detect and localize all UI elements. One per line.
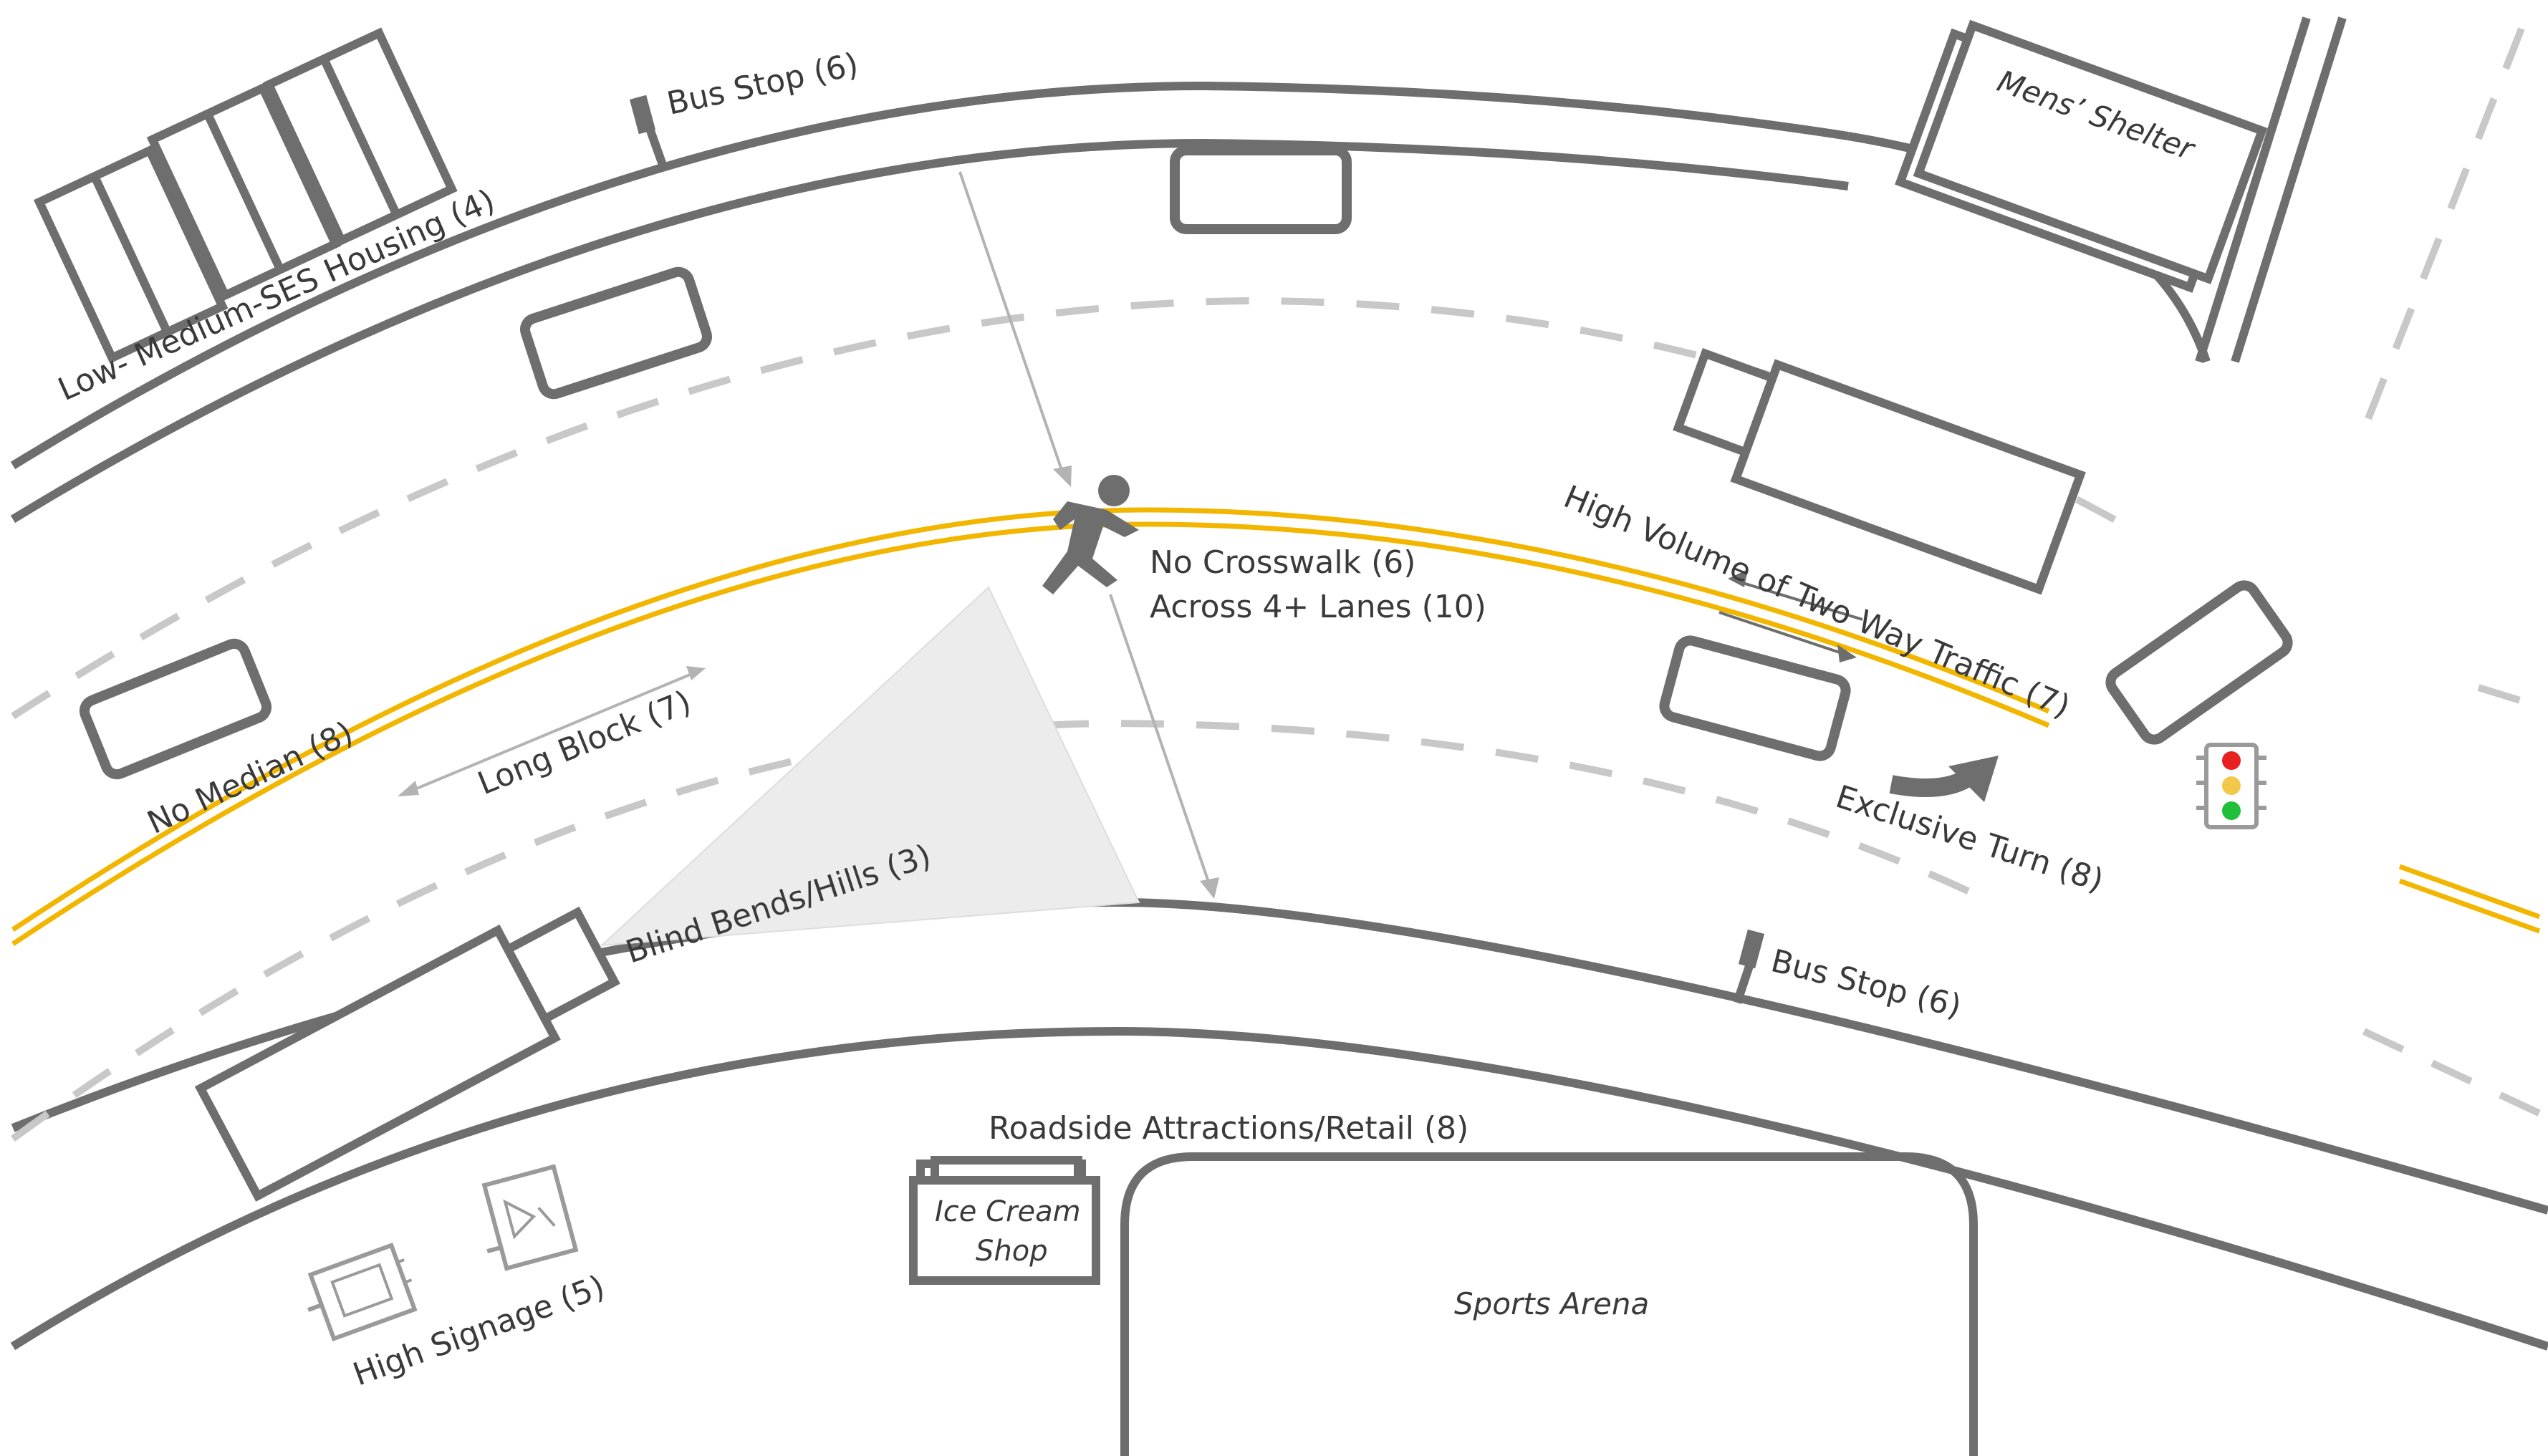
approach-arrow-in: [958, 171, 1065, 477]
road-edge-top-outer: [10, 81, 1849, 470]
sports-arena-outline: [1120, 1152, 1978, 1456]
road-edge-top-inner: [10, 138, 1849, 524]
lane-divider-right: [2360, 27, 2525, 431]
bus-stop-sign-icon: [629, 95, 667, 167]
roadside-label: Roadside Attractions/Retail (8): [989, 1110, 1468, 1147]
car-left: [79, 638, 272, 780]
blind-view-cone: [600, 586, 1140, 947]
traffic-arrow-left: [1733, 579, 1863, 621]
long-block-arrow: [400, 668, 703, 796]
center-line-a: [11, 507, 2050, 932]
no-crosswalk-label: No Crosswalk (6): [1150, 544, 1415, 581]
ice-cream-label-2: Shop: [976, 1235, 1048, 1268]
billboard-icon: [481, 1164, 579, 1271]
truck-left: [194, 906, 620, 1202]
across-lanes-label: Across 4+ Lanes (10): [1150, 589, 1486, 625]
traffic-arrow-right: [1718, 611, 1849, 657]
ice-cream-label-1: Ice Cream: [935, 1195, 1081, 1228]
approach-arrow-out: [1109, 594, 1212, 889]
bus-stop-top-label: Bus Stop (6): [664, 46, 862, 122]
mens-shelter: [1895, 19, 2268, 293]
ice-cream-shop: [909, 1156, 1100, 1285]
car-top-left: [520, 266, 712, 400]
traffic-light-icon: [2196, 743, 2266, 829]
cross-street-edge-3: [2231, 16, 2347, 363]
car-far-right: [2105, 580, 2293, 745]
lane-divider-right-3: [2362, 1028, 2548, 1121]
cross-street-edge-1: [2195, 16, 2311, 363]
pedestrian-icon: [1042, 475, 1139, 594]
center-line-right-b: [2398, 878, 2541, 934]
lane-divider-right-2: [2477, 684, 2548, 713]
car-right-mid: [1659, 635, 1851, 761]
truck-right: [1673, 347, 2086, 595]
housing-block: [33, 27, 458, 364]
turn-arrow-icon: [1889, 756, 1999, 802]
sports-arena-label: Sports Arena: [1454, 1286, 1649, 1321]
road-edge-bottom-outer: [10, 1026, 2548, 1351]
storefront-sign-icon: [307, 1243, 418, 1342]
car-top-center: [1170, 145, 1352, 234]
long-block-label: Long Block (7): [473, 684, 696, 803]
center-line-right-a: [2398, 864, 2541, 920]
bus-stop-sign-icon: [1733, 929, 1765, 1004]
exclusive-turn-label: Exclusive Turn (8): [1832, 778, 2108, 900]
